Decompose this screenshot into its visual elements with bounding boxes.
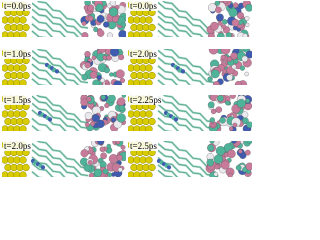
simulation-snapshot-figure: t=0.0ps t=1.0ps t=1.5ps t=2.0ps t=0.0ps t=2.0… — [2, 1, 252, 177]
time-label: t=1.5ps — [3, 95, 32, 105]
molecular-cluster — [205, 141, 252, 177]
polymer-chains — [157, 1, 215, 37]
snapshot-panel: t=1.5ps — [2, 95, 126, 131]
approaching-molecule — [37, 110, 53, 122]
snapshot-panel: t=0.0ps — [2, 1, 126, 37]
polymer-chains — [157, 141, 215, 177]
time-label: t=2.0ps — [129, 49, 158, 59]
approaching-molecule — [163, 110, 179, 122]
snapshot-render — [128, 49, 252, 85]
time-label: t=0.0ps — [129, 1, 158, 11]
time-label: t=2.5ps — [129, 141, 158, 151]
polymer-chains — [31, 1, 89, 37]
snapshot-panel: t=2.5ps — [128, 141, 252, 177]
approaching-molecule — [156, 158, 172, 170]
snapshot-render — [128, 1, 252, 37]
molecular-cluster — [206, 1, 252, 37]
polymer-chains — [31, 49, 89, 85]
molecular-cluster — [80, 95, 126, 131]
snapshot-panel: t=0.0ps — [128, 1, 252, 37]
approaching-molecule — [44, 62, 60, 74]
time-label: t=2.0ps — [3, 141, 32, 151]
polymer-chains — [31, 141, 89, 177]
time-label: t=1.0ps — [3, 49, 32, 59]
molecular-cluster — [80, 141, 126, 177]
polymer-chains — [157, 95, 215, 131]
snapshot-panel: t=2.0ps — [2, 141, 126, 177]
snapshot-render — [2, 95, 126, 131]
snapshot-panel: t=1.0ps — [2, 49, 126, 85]
molecular-cluster — [207, 49, 252, 85]
approaching-molecule — [30, 158, 46, 170]
snapshot-render — [128, 95, 252, 131]
molecular-cluster — [79, 49, 125, 85]
polymer-chains — [31, 95, 89, 131]
snapshot-render — [128, 141, 252, 177]
polymer-chains — [157, 49, 215, 85]
time-label: t=0.0ps — [3, 1, 32, 11]
molecular-cluster — [207, 95, 252, 131]
snapshot-panel: t=2.25ps — [128, 95, 252, 131]
approaching-molecule — [170, 62, 186, 74]
molecular-cluster — [80, 1, 126, 37]
time-label: t=2.25ps — [129, 95, 163, 105]
snapshot-panel: t=2.0ps — [128, 49, 252, 85]
